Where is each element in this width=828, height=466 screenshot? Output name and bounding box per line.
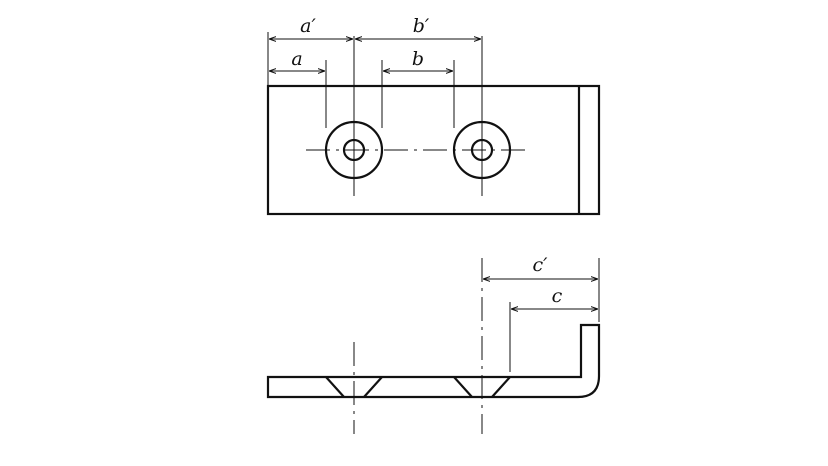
countersink-2-profile [453,376,473,398]
countersink-1-profile [325,376,345,398]
label-b-prime: b′ [413,15,430,37]
plate-profile-side [266,323,601,399]
label-c: c [552,285,563,307]
label-c-prime: c′ [533,254,549,276]
side-view: c′ c [266,254,601,434]
countersink-2-profile-right [491,376,511,398]
label-b: b [412,48,424,70]
countersink-1-profile-right [363,376,383,398]
top-view: a′ b′ a b [266,15,601,216]
label-a-prime: a′ [300,15,316,37]
label-a: a [291,48,302,70]
plate-outline-top [266,84,601,216]
